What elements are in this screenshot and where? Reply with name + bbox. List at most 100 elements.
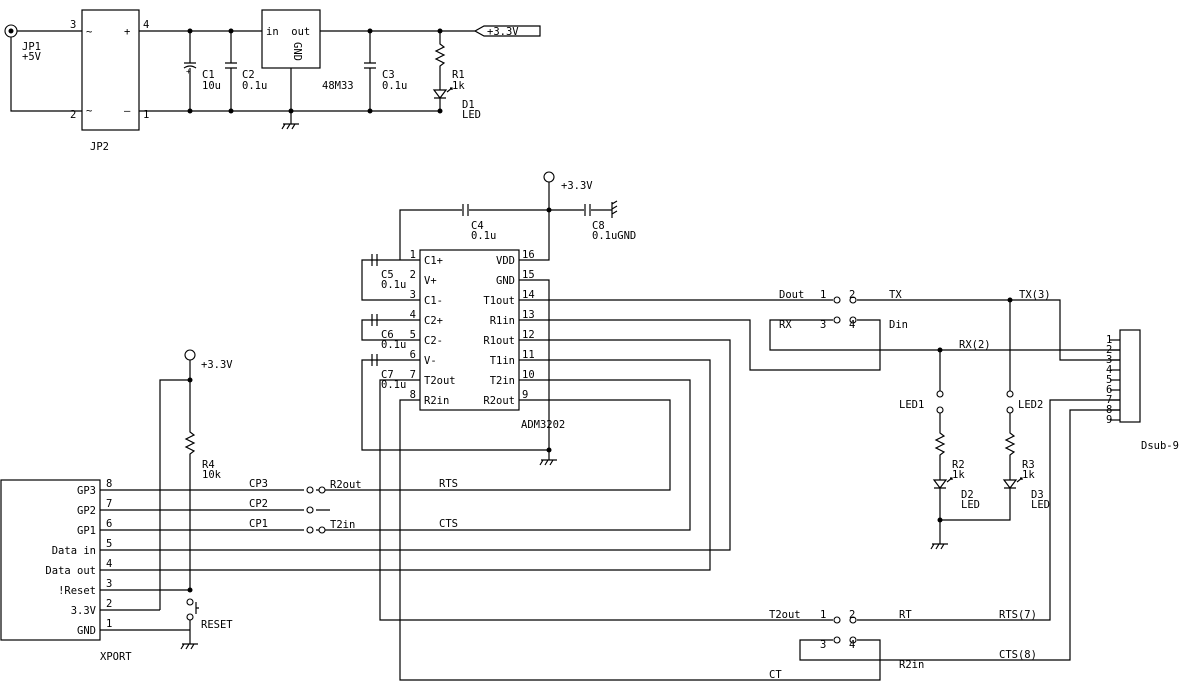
- ground-symbol: [930, 543, 948, 550]
- svg-text:0.1u: 0.1u: [381, 379, 406, 391]
- d3-led: [940, 477, 1023, 521]
- svg-text:C5: C5: [381, 269, 394, 281]
- xport-pin-name: GP3: [77, 485, 96, 497]
- adm-pin-name-right: R1in: [490, 315, 515, 327]
- power-supply-section: JP1 +5V ~ ~ + – 3 2 4 1 JP2 + C1 10u C2 …: [4, 9, 541, 153]
- adm-pin-number-left: 4: [410, 309, 416, 321]
- jp2-label: JP2: [90, 141, 109, 153]
- svg-text:R2out: R2out: [330, 479, 362, 491]
- svg-text:LED2: LED2: [1018, 399, 1043, 411]
- svg-text:C4: C4: [471, 220, 484, 232]
- svg-text:0.1u: 0.1u: [382, 80, 407, 92]
- xport-pin-number: 6: [106, 518, 112, 530]
- svg-text:RTS: RTS: [439, 478, 458, 490]
- svg-text:+3.3V: +3.3V: [201, 359, 233, 371]
- c3-capacitor: [364, 31, 376, 111]
- svg-text:4: 4: [849, 319, 855, 331]
- svg-text:4: 4: [849, 639, 855, 651]
- adm-pin-number-right: 14: [522, 289, 535, 301]
- svg-text:3: 3: [820, 639, 826, 651]
- dsub-pin-number: 4: [1106, 364, 1112, 376]
- r3-resistor: [1004, 413, 1016, 480]
- svg-text:2: 2: [849, 609, 855, 621]
- xport-pin-number: 2: [106, 598, 112, 610]
- adm-pin-name-left: C2+: [424, 315, 443, 327]
- dsub-pin-number: 9: [1106, 414, 1112, 426]
- regulator: [261, 9, 321, 69]
- svg-text:T2in: T2in: [330, 519, 355, 531]
- svg-text:CP2: CP2: [249, 498, 268, 510]
- dsub-pin-number: 6: [1106, 384, 1112, 396]
- svg-text:4: 4: [143, 19, 149, 31]
- adm-pin-name-right: R2out: [483, 395, 515, 407]
- dsub9-connector: [1119, 329, 1141, 423]
- dsub9-label: Dsub-9: [1141, 440, 1179, 452]
- adm3202-chip: [419, 249, 520, 411]
- reset-switch[interactable]: [186, 598, 194, 606]
- xport-pin-number: 5: [106, 538, 112, 550]
- svg-text:0.1uGND: 0.1uGND: [592, 230, 636, 242]
- adm-pin-number-right: 9: [522, 389, 528, 401]
- c8-capacitor: [584, 204, 591, 216]
- adm-pin-number-right: 16: [522, 249, 535, 261]
- svg-text:in out: in out: [266, 26, 310, 38]
- svg-text:C6: C6: [381, 329, 394, 341]
- svg-text:2: 2: [849, 289, 855, 301]
- svg-text:R2: R2: [952, 459, 965, 471]
- svg-text:2: 2: [70, 109, 76, 121]
- adm-pin-name-left: V+: [424, 275, 437, 287]
- svg-text:+3.3V: +3.3V: [487, 26, 519, 38]
- svg-text:3: 3: [70, 19, 76, 31]
- svg-text:Din: Din: [889, 319, 908, 331]
- dsub-pin-number: 7: [1106, 394, 1112, 406]
- svg-text:+: +: [124, 26, 130, 38]
- xport-pin-name: GP2: [77, 505, 96, 517]
- xport-label: XPORT: [100, 651, 132, 663]
- xport-pin-number: 7: [106, 498, 112, 510]
- svg-text:1k: 1k: [1022, 469, 1035, 481]
- svg-text:TX: TX: [889, 289, 902, 301]
- adm-pin-number-right: 10: [522, 369, 535, 381]
- power-terminal: [184, 349, 196, 361]
- svg-text:LED: LED: [961, 499, 980, 511]
- svg-text:1: 1: [143, 109, 149, 121]
- xport-pin-number: 1: [106, 618, 112, 630]
- svg-text:LED: LED: [462, 109, 481, 121]
- jp1-value: +5V: [22, 51, 42, 63]
- adm-pin-name-left: C1+: [424, 255, 443, 267]
- svg-text:RTS(7): RTS(7): [999, 609, 1037, 621]
- svg-text:R1: R1: [452, 69, 465, 81]
- c4-capacitor: [462, 204, 469, 216]
- svg-text:RX: RX: [779, 319, 792, 331]
- svg-text:~: ~: [86, 105, 92, 117]
- adm-pin-number-left: 8: [410, 389, 416, 401]
- svg-text:RT: RT: [899, 609, 912, 621]
- svg-text:~: ~: [86, 26, 92, 38]
- xport-pin-name: !Reset: [58, 585, 96, 597]
- dsub-pin-number: 5: [1106, 374, 1112, 386]
- adm-pin-name-right: T1out: [483, 295, 515, 307]
- adm-pin-name-right: R1out: [483, 335, 515, 347]
- svg-text:T2out: T2out: [769, 609, 801, 621]
- svg-text:LED: LED: [1031, 499, 1050, 511]
- c2-capacitor: [225, 31, 237, 111]
- adm-pin-name-right: VDD: [496, 255, 515, 267]
- jp1-label: JP1: [22, 41, 41, 53]
- svg-text:CT: CT: [769, 669, 782, 681]
- xport-pin-number: 8: [106, 478, 112, 490]
- svg-text:C8: C8: [592, 220, 605, 232]
- svg-text:1: 1: [820, 289, 826, 301]
- svg-text:1k: 1k: [452, 80, 465, 92]
- svg-text:CTS(8): CTS(8): [999, 649, 1037, 661]
- c6-capacitor: [371, 314, 378, 326]
- svg-text:0.1u: 0.1u: [381, 279, 406, 291]
- svg-text:C2: C2: [242, 69, 255, 81]
- xport-pin-name: 3.3V: [71, 605, 97, 617]
- adm-pin-number-left: 6: [410, 349, 416, 361]
- svg-text:CP3: CP3: [249, 478, 268, 490]
- svg-text:R3: R3: [1022, 459, 1035, 471]
- svg-text:R2in: R2in: [899, 659, 924, 671]
- ground-symbol: [180, 643, 198, 650]
